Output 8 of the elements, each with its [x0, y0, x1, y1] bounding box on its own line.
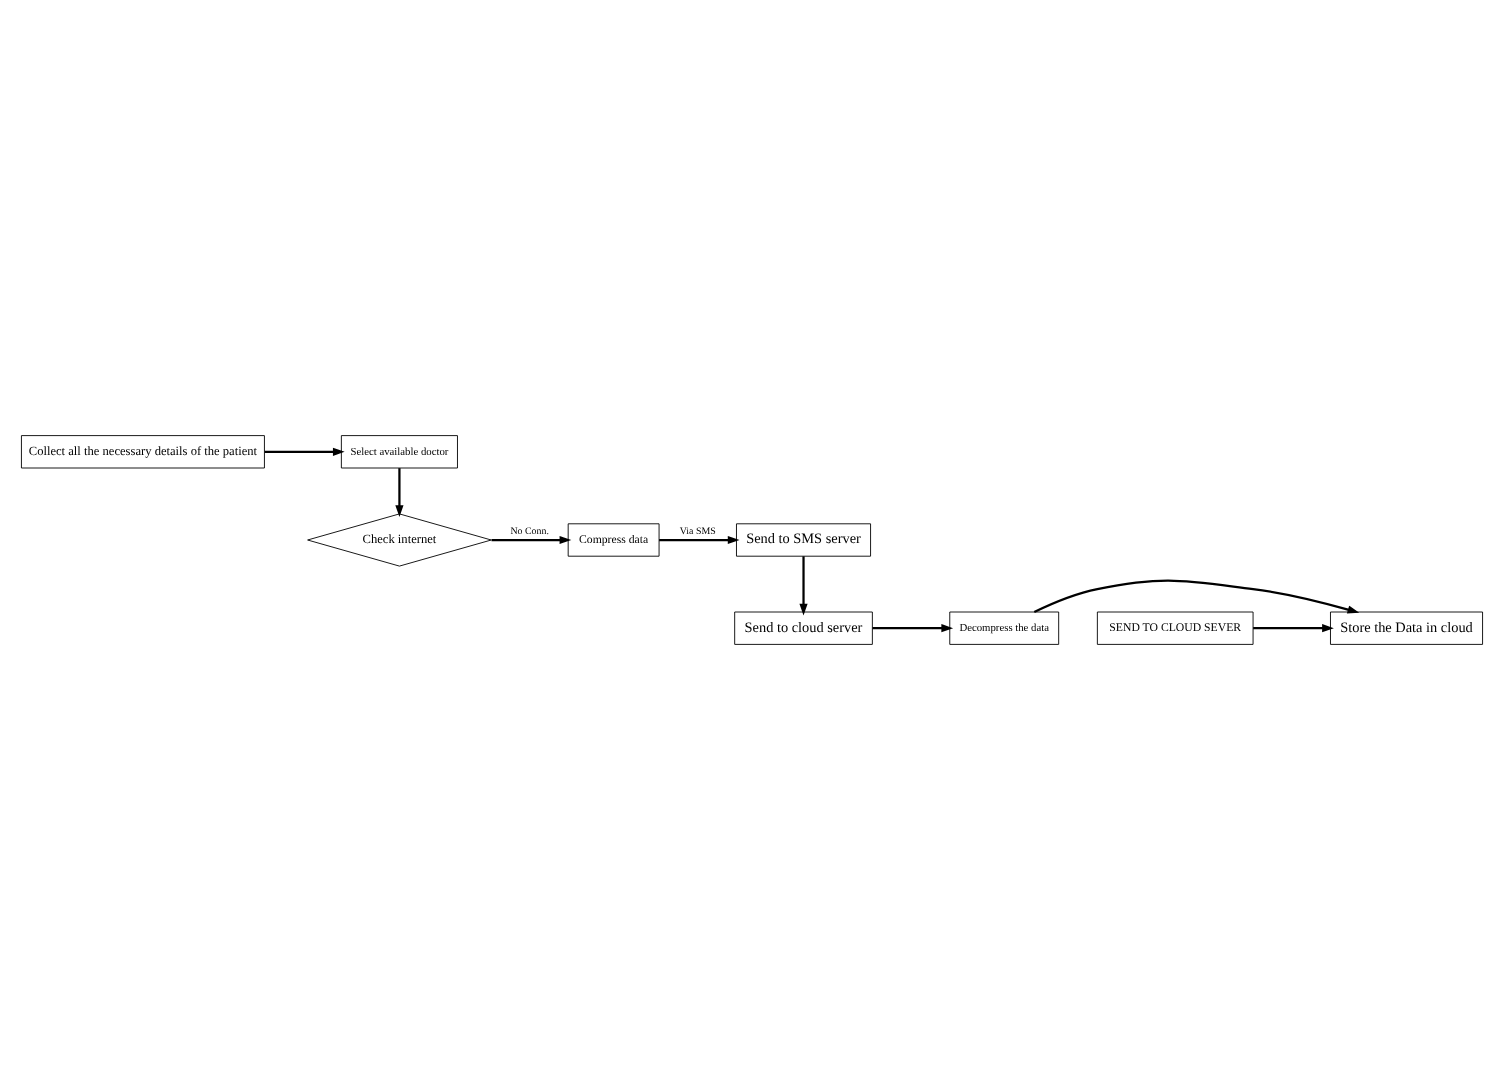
arrow	[395, 467, 404, 517]
arrow	[1033, 578, 1360, 613]
arrow	[872, 623, 954, 632]
arrow	[491, 534, 572, 544]
arrow	[264, 446, 345, 455]
arrow	[799, 555, 808, 615]
arrow	[659, 534, 740, 544]
arrow	[1253, 623, 1334, 632]
